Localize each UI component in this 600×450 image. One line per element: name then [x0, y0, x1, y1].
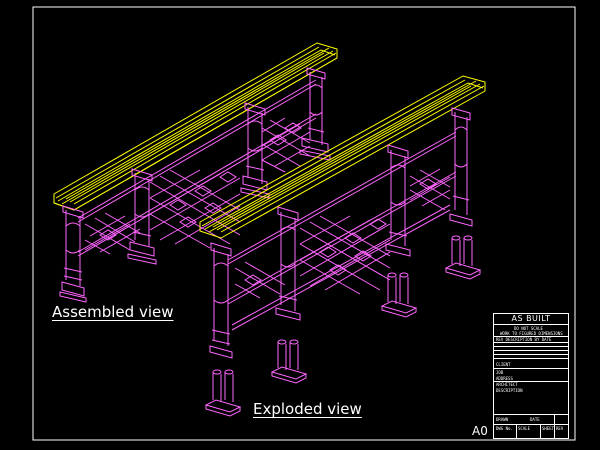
drawn-label: DRAWN [496, 417, 509, 422]
title-block-divider [494, 414, 568, 415]
title-block-divider [494, 354, 568, 355]
exploded-view-label: Exploded view [253, 400, 362, 418]
title-block-divider [494, 336, 568, 337]
assembled-railing [53, 42, 338, 303]
revision-table-header: REV DESCRIPTION BY DATE [496, 337, 552, 342]
title-block: AS BUILT DO NOT SCALE WORK TO FIGURED DI… [493, 313, 569, 439]
title-block-divider [494, 381, 568, 382]
exploded-railing [199, 75, 486, 417]
description-label: DESCRIPTION [496, 388, 523, 393]
title-block-note-dimensions: WORK TO FIGURED DIMENSIONS [500, 331, 563, 336]
title-block-note-scale: DO NOT SCALE [514, 326, 543, 331]
exploded-handrail [199, 75, 486, 239]
exploded-bases [204, 235, 482, 417]
scale-label: SCALE [518, 426, 531, 431]
date-label: DATE [530, 417, 540, 422]
architect-label: ARCHITECT [496, 382, 518, 387]
job-label: JOB [496, 370, 504, 375]
exploded-balustrade [227, 131, 457, 331]
title-block-divider [494, 342, 568, 343]
title-block-divider [494, 350, 568, 351]
title-block-heading: AS BUILT [494, 314, 568, 325]
assembled-handrail [53, 42, 338, 211]
rev-label: REV [556, 426, 564, 431]
title-block-divider [494, 346, 568, 347]
title-block-vdivider [540, 424, 541, 438]
title-block-divider [494, 368, 568, 369]
title-block-vdivider [554, 414, 555, 438]
title-block-vdivider [516, 424, 517, 438]
title-block-divider [494, 358, 568, 359]
exploded-posts [209, 107, 473, 359]
assembled-view-label: Assembled view [52, 303, 174, 321]
title-block-divider [494, 424, 568, 425]
sheet-size-label: A0 [472, 424, 488, 438]
sheet-label: SHEET [542, 426, 555, 431]
address-label: ADDRESS [496, 376, 513, 381]
client-label: CLIENT [496, 362, 511, 367]
assembled-balustrade [77, 79, 317, 257]
drawing-border [32, 6, 576, 441]
drawing-number-label: DWG No. [496, 426, 513, 431]
assembled-posts [59, 67, 331, 303]
